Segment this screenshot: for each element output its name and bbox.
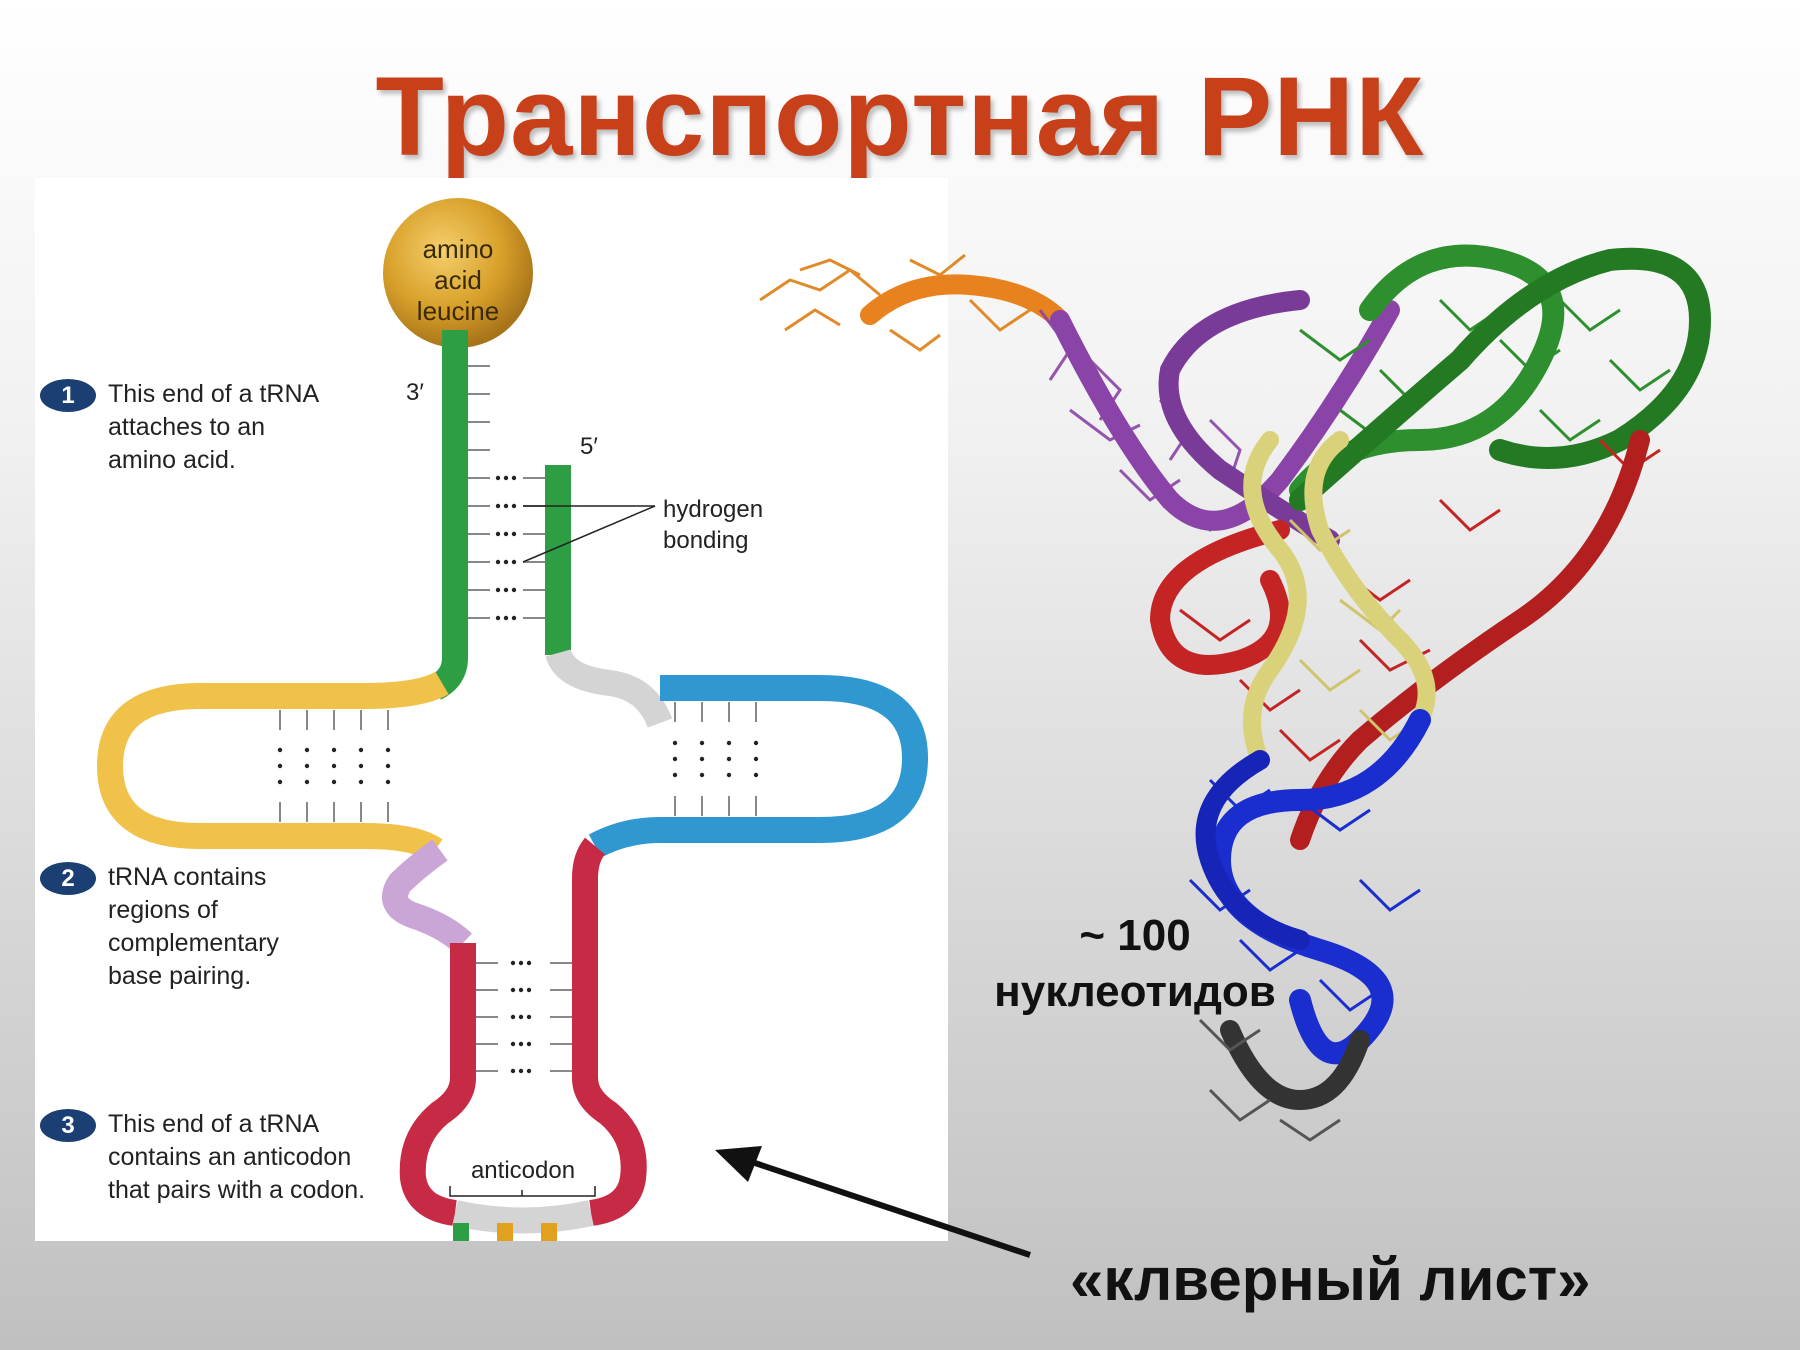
nucleotide-count-annotation: ~ 100 нуклеотидов [975,908,1295,1020]
trna-cloverleaf-diagram: amino acid leucine [96,198,929,1241]
three-prime-label: 3′ [406,379,424,406]
anticodon-arm: anticodon [399,837,647,1241]
anticodon-base-2 [497,1223,513,1241]
amino-acid-label-3: leucine [417,296,499,326]
step-1-badge: 1 [40,379,96,412]
variable-loop [382,839,472,953]
cca-end-ribbon [759,253,1070,352]
cloverleaf-caption: «клверный лист» [1070,1246,1591,1313]
anticodon-label: anticodon [471,1157,575,1184]
step-2-text: tRNA contains regions of complementary b… [108,863,279,990]
hydrogen-bonding-label-1: hydrogen [663,496,763,523]
anticodon-base-3 [541,1223,557,1241]
step-1-text: This end of a tRNA attaches to an amino … [108,380,320,474]
nucleotide-count-value: ~ 100 [1079,911,1191,960]
page-title: Транспортная РНК [375,54,1425,179]
anticodon-loop-tail [1198,1018,1370,1142]
amino-acid-label-2: acid [434,265,482,295]
five-prime-label: 5′ [580,433,598,460]
step-3-badge: 3 [40,1109,96,1142]
trna-3d-model [759,244,1712,1142]
step-2-badge: 2 [40,862,96,895]
t-loop-ribbon [1289,244,1712,511]
step-3-text: This end of a tRNA contains an anticodon… [108,1110,366,1204]
amino-acid-label-1: amino [423,234,494,264]
hydrogen-bonding-annotation: hydrogen bonding [522,496,763,563]
d-arm-ribbon [1149,430,1661,850]
variable-region-ribbon [1243,431,1436,769]
acceptor-helix [1038,290,1400,550]
linker-segment [545,648,673,729]
cloverleaf-pointer-arrow [715,1146,1031,1258]
nucleotide-count-unit: нуклеотидов [994,967,1276,1016]
cloverleaf-diagram-panel: amino acid leucine [35,178,948,1241]
d-arm [96,671,449,862]
t-arm [588,675,929,858]
hydrogen-bonding-label-2: bonding [663,527,748,554]
acceptor-stem [428,330,673,729]
anticodon-base-1 [453,1223,469,1241]
anticodon-loop-base [452,1200,594,1234]
amino-acid-ball: amino acid leucine [383,198,533,348]
